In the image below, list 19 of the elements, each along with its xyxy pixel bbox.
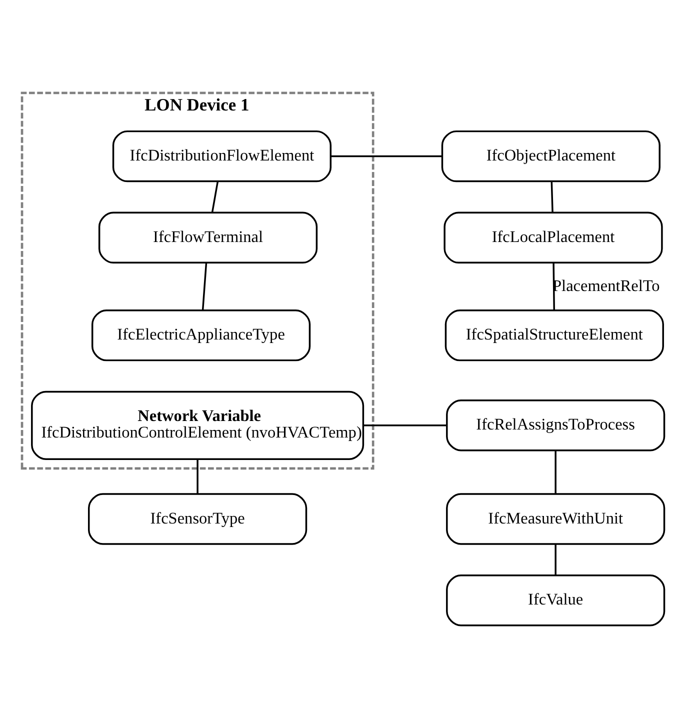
connector bbox=[554, 450, 556, 494]
connector bbox=[211, 181, 219, 213]
node-box: IfcSpatialStructureElement bbox=[444, 309, 664, 362]
connector bbox=[363, 424, 447, 426]
node-box: IfcObjectPlacement bbox=[441, 130, 660, 182]
node-box: IfcValue bbox=[446, 574, 666, 626]
connector bbox=[202, 262, 208, 310]
node-box: IfcMeasureWithUnit bbox=[446, 493, 666, 545]
connector bbox=[554, 544, 556, 576]
node-box: IfcLocalPlacement bbox=[444, 212, 663, 264]
node-box: IfcSensorType bbox=[88, 493, 308, 545]
connector bbox=[330, 155, 442, 158]
connector bbox=[550, 182, 554, 213]
node-box: IfcFlowTerminal bbox=[98, 212, 318, 264]
node-box: IfcRelAssignsToProcess bbox=[446, 400, 666, 452]
connector bbox=[196, 460, 198, 494]
node-box: Network Variable IfcDistributionControlElement (nvoHVACTemp) bbox=[31, 390, 364, 460]
node-box: IfcDistributionFlowElement bbox=[112, 130, 332, 182]
node-box: IfcElectricApplianceType bbox=[91, 309, 311, 362]
